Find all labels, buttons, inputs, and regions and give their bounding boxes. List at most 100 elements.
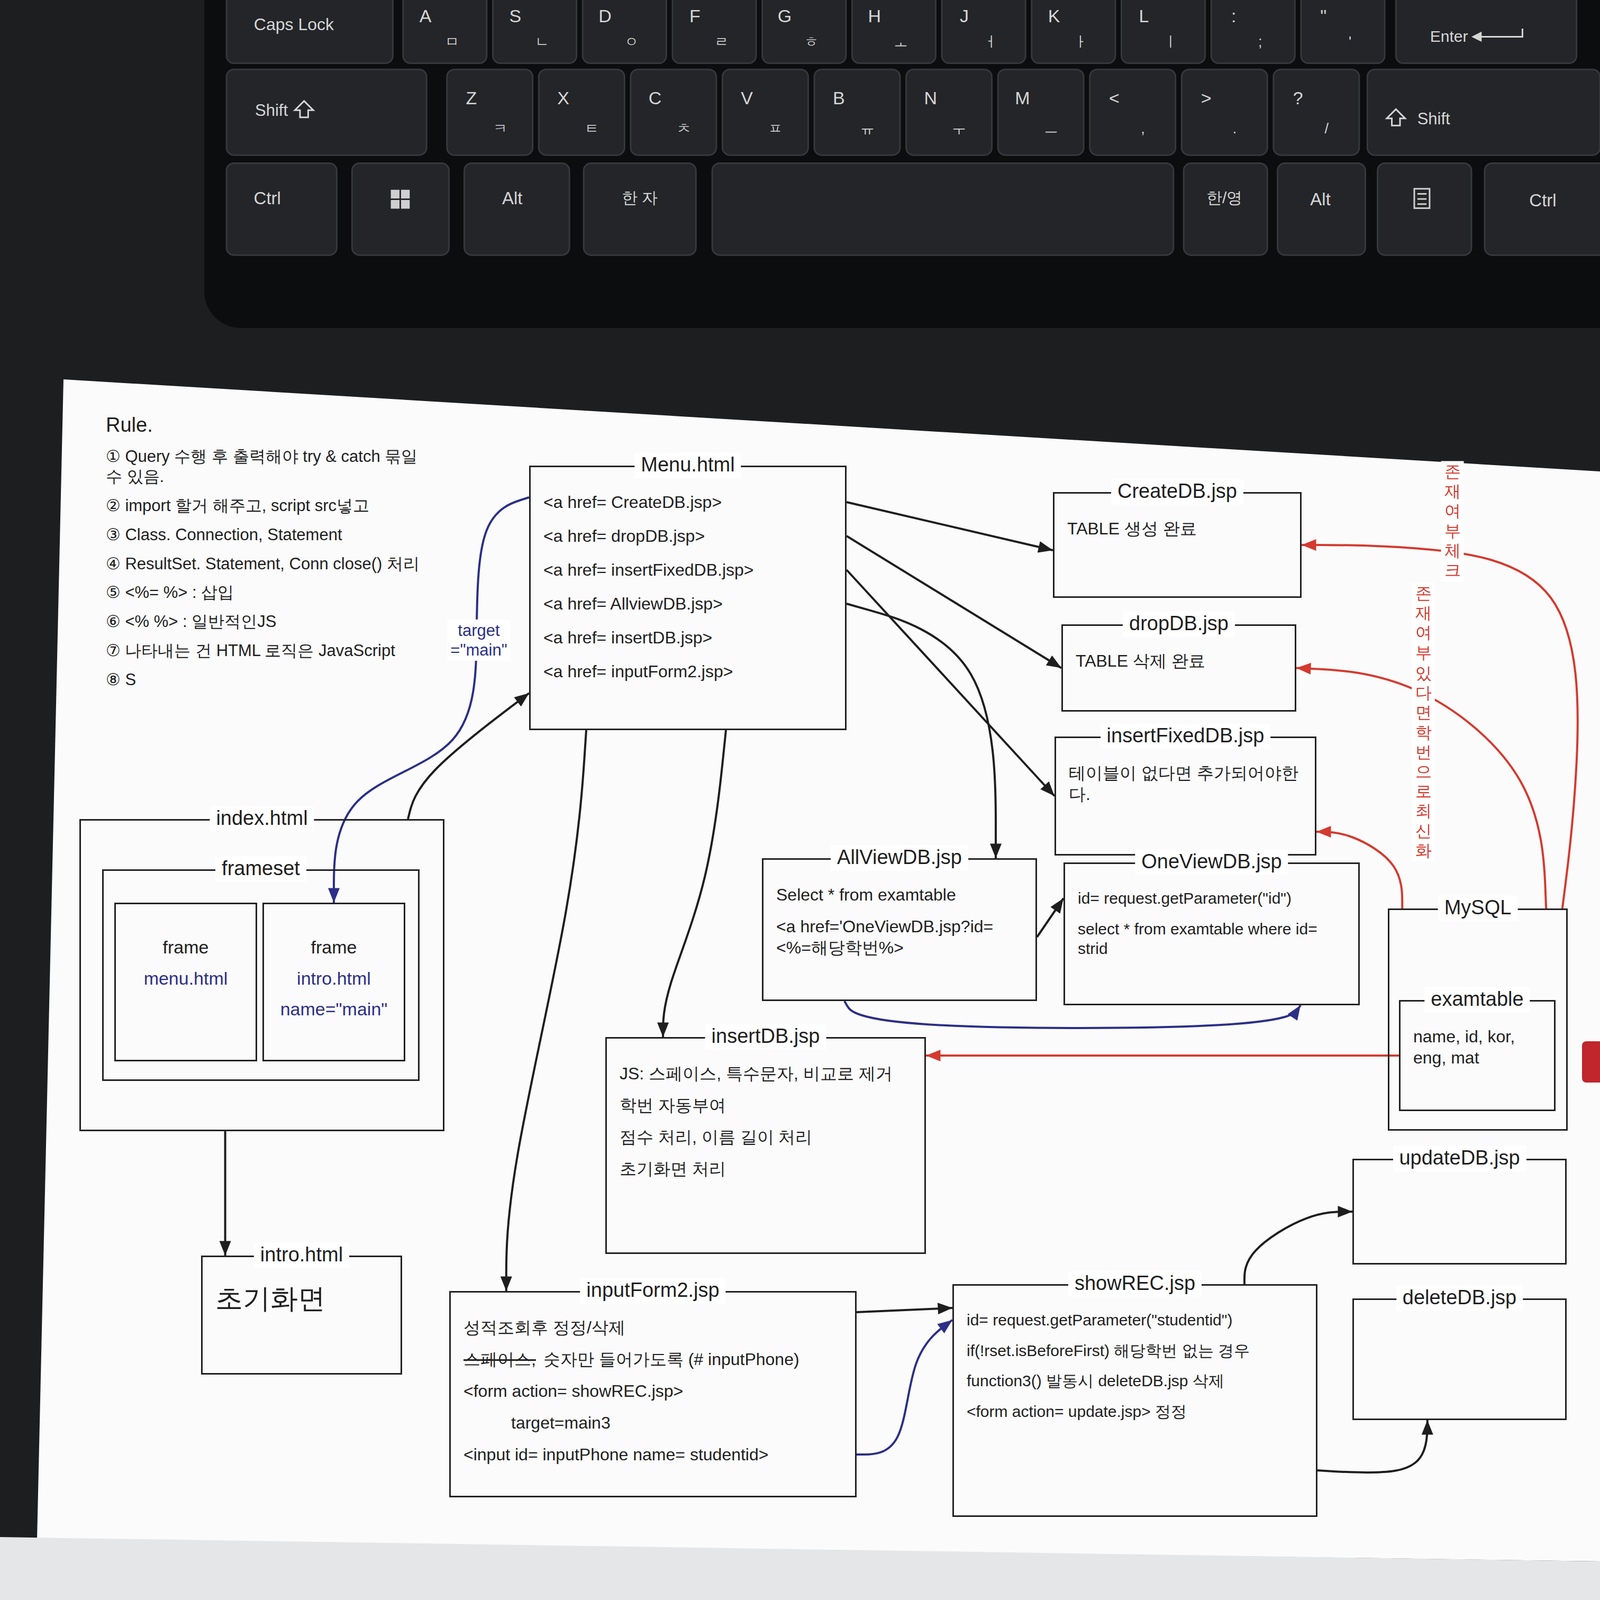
shift-icon [294, 101, 314, 118]
node-text: id= request.getParameter("studentid") [966, 1310, 1306, 1331]
node-title: updateDB.jsp [1392, 1145, 1526, 1171]
keyboard-keys [226, 0, 1600, 256]
connector [1301, 544, 1578, 909]
key-legend: ? [1293, 88, 1304, 107]
node-text: <form action= showREC.jsp> [463, 1380, 845, 1402]
key-legend: : [1231, 6, 1236, 25]
file-box: examtablename, id, kor, eng, mat [1398, 1000, 1556, 1112]
node-text: select * from examtable where id= strid [1077, 919, 1348, 959]
key-legend: Shift [1417, 110, 1451, 127]
connector [925, 1054, 1399, 1057]
key-legend: ㅏ [1073, 34, 1088, 50]
key-legend: Enter [1430, 28, 1469, 45]
key-legend: Shift [255, 102, 288, 119]
node-text: 스페이스, [463, 1348, 536, 1370]
connector [856, 1307, 953, 1313]
rule-note: ② import 할거 해주고, script src넣고 [105, 495, 434, 517]
key-legend: . [1232, 121, 1238, 136]
key-legend: M [1014, 88, 1030, 107]
node-title: MySQL [1438, 895, 1518, 921]
enter-icon [1471, 31, 1482, 42]
keycap [226, 163, 337, 256]
node-text: 초기화면 처리 [619, 1158, 914, 1180]
key-legend: ㄹ [714, 34, 729, 50]
rule-notes: Rule.① Query 수행 후 출력해야 try & catch 묶일수 있… [105, 412, 434, 699]
keycap [226, 69, 427, 156]
node-text: <a href= insertDB.jsp> [543, 626, 835, 649]
key-legend: Z [466, 88, 478, 107]
rule-note: ⑧ S [105, 669, 434, 691]
node-text: <input id= inputPhone name= studentid> [463, 1443, 845, 1466]
key-legend: , [1140, 121, 1145, 136]
keycap [1121, 0, 1206, 64]
node-text: 테이블이 없다면 추가되어야한다. [1068, 762, 1305, 805]
node-title: OneViewDB.jsp [1134, 849, 1288, 875]
key-legend: L [1138, 6, 1149, 25]
key-legend: G [777, 6, 792, 25]
edge-label: 존재여부 체크 [1441, 460, 1465, 581]
node-title: dropDB.jsp [1122, 611, 1235, 637]
keycap [997, 69, 1084, 156]
key-legend: ㅋ [493, 121, 508, 136]
keyboard-body [204, 0, 1600, 329]
keycap [1484, 163, 1600, 256]
file-box: insertDB.jspJS: 스페이스, 특수문자, 비교로 제거학번 자동부… [605, 1037, 926, 1254]
file-box: intro.html초기화면 [201, 1255, 403, 1375]
node-title: index.html [209, 805, 314, 832]
connector [846, 535, 1062, 669]
keycap [672, 0, 757, 64]
red-object [1582, 1041, 1600, 1083]
file-box: updateDB.jsp [1352, 1158, 1567, 1265]
key-legend: / [1324, 121, 1329, 136]
keycap [1277, 163, 1366, 256]
node-text: <a href= CreateDB.jsp> [543, 491, 835, 513]
node-text: <a href= AllviewDB.jsp> [543, 593, 835, 615]
connector [846, 569, 1055, 797]
node-text: <a href= dropDB.jsp> [543, 525, 835, 547]
connector [506, 730, 587, 1292]
node-text: id= request.getParameter("id") [1077, 888, 1348, 909]
key-legend: Alt [502, 189, 523, 207]
connector [1244, 1211, 1353, 1285]
keycap [762, 0, 847, 64]
node-text: <form action= update.jsp> 정정 [966, 1401, 1306, 1422]
keycap [814, 69, 900, 156]
key-legend: ㅍ [768, 121, 783, 136]
keycap [583, 163, 696, 256]
keycap [722, 69, 808, 156]
node-title: insertDB.jsp [705, 1023, 827, 1050]
rule-note: ⑤ <%= %> : 삽입 [105, 582, 434, 604]
file-box: framesetframemenu.htmlframeintro.htmlnam… [102, 869, 420, 1081]
windows-icon [401, 189, 410, 199]
key-legend: Ctrl [1529, 191, 1557, 209]
menu-key-icon [1417, 203, 1427, 205]
keycap [1183, 163, 1268, 256]
node-title: examtable [1424, 986, 1530, 1013]
frame-box: framemenu.html [114, 902, 258, 1062]
keycap [1395, 0, 1577, 64]
connector [856, 1320, 953, 1455]
node-title: CreateDB.jsp [1111, 478, 1244, 505]
keycap [582, 0, 667, 64]
keycap [1211, 0, 1295, 64]
keycap [447, 69, 533, 156]
keycap [851, 0, 936, 64]
keycap [906, 69, 993, 156]
node-text: frame [121, 935, 251, 959]
key-legend: S [509, 6, 522, 25]
keycap [1301, 0, 1385, 64]
keycap [1031, 0, 1116, 64]
keycap [1181, 69, 1268, 156]
paper-sheet-under [0, 1537, 1600, 1600]
key-legend: " [1320, 6, 1327, 25]
key-legend: ㅌ [584, 121, 599, 136]
node-text: TABLE 삭제 완료 [1075, 650, 1285, 672]
node-title: intro.html [253, 1242, 350, 1268]
edge-label: 있다면 학번으로 최신화 [1412, 662, 1435, 862]
key-legend: 한/영 [1206, 189, 1243, 206]
key-legend: ㅗ [893, 34, 908, 50]
key-legend: 한 자 [621, 189, 658, 206]
connector [846, 502, 1053, 551]
key-legend: H [868, 6, 882, 25]
